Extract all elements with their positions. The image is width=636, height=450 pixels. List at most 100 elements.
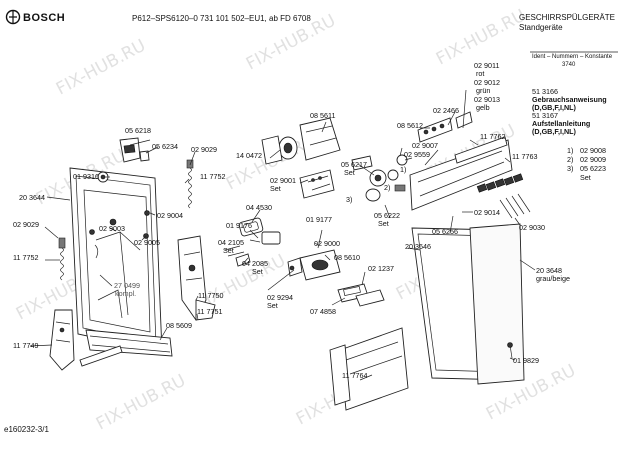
button-bank — [476, 173, 531, 219]
part-color: grau/beige — [536, 274, 570, 283]
doc-languages: (D,GB,F,I,NL) — [532, 127, 577, 136]
subcategory-title: Standgeräte — [519, 23, 563, 32]
part-label: 11 7749 — [13, 341, 38, 350]
set-index: 1) — [567, 146, 573, 155]
part-label: 02 9294 — [267, 293, 293, 302]
program-timer — [261, 117, 341, 165]
model-line: P612–SPS6120–0 731 101 502–EU1, ab FD 67… — [132, 14, 311, 23]
part-label: 02 9013 — [474, 95, 500, 104]
watermark-text: FIX-HUB.RU — [93, 371, 189, 435]
part-label: 02 9559 — [404, 150, 430, 159]
leader-lines — [29, 89, 536, 381]
part-label: 08 5609 — [166, 321, 192, 330]
doc-part-number: 51 3167 — [532, 111, 558, 120]
part-label: 08 5612 — [397, 121, 423, 130]
set-label: Set — [580, 173, 591, 182]
part-label: 20 3644 — [19, 193, 45, 202]
part-label: 05 6256 — [432, 227, 458, 236]
set-marker: 3) — [346, 195, 352, 204]
bosch-logo-icon — [5, 9, 21, 25]
part-set: Set — [270, 184, 281, 193]
part-label: 14 0472 — [236, 151, 262, 160]
doc-title: Gebrauchsanweisung — [532, 95, 607, 104]
part-label: 08 5610 — [334, 253, 360, 262]
lower-door-frame — [329, 327, 409, 411]
indicator-lamps — [417, 111, 473, 143]
control-panel-fascia — [409, 136, 513, 211]
part-label: 02 9029 — [191, 145, 217, 154]
part-label: 20 3648 — [536, 266, 562, 275]
part-label: 05 6234 — [152, 142, 178, 151]
doc-title: Aufstellanleitung — [532, 119, 590, 128]
part-set: Set — [344, 168, 355, 177]
header: BOSCH P612–SPS6120–0 731 101 502–EU1, ab… — [5, 9, 618, 68]
ident-constant: 3740 — [562, 62, 576, 68]
part-label: 01 9316 — [73, 172, 99, 181]
part-label: 02 9000 — [314, 239, 340, 248]
set-marker: 2) — [384, 183, 390, 192]
doc-languages: (D,GB,F,I,NL) — [532, 103, 577, 112]
spring-left — [58, 237, 66, 281]
detergent-dispenser — [287, 249, 341, 281]
set-list: 1) 02 9008 2) 02 9009 3) 05 6223 Set — [567, 146, 606, 182]
set-part-number: 02 9009 — [580, 155, 606, 164]
part-label: 11 7752 — [13, 253, 38, 262]
part-label: 11 7764 — [342, 371, 367, 380]
part-label: 04 2085 — [242, 259, 268, 268]
part-label: 04 4530 — [246, 203, 272, 212]
set-index: 2) — [567, 155, 573, 164]
seals — [224, 217, 281, 267]
part-color: rot — [476, 69, 484, 78]
part-note: kompl. — [115, 289, 136, 298]
part-label: 02 9030 — [519, 223, 545, 232]
part-label: 02 9012 — [474, 78, 500, 87]
knob-019316 — [97, 171, 109, 183]
part-label: 02 9003 — [99, 224, 125, 233]
part-label: 08 5611 — [310, 111, 335, 120]
set-markers: 1) 2) 3) — [346, 165, 406, 204]
part-label: 11 7750 — [198, 291, 223, 300]
spring-center — [186, 159, 194, 209]
part-label: 02 9029 — [13, 220, 39, 229]
part-label: 05 6217 — [341, 160, 367, 169]
part-color: grün — [476, 86, 490, 95]
set-part-number: 02 9008 — [580, 146, 606, 155]
part-label: 02 9014 — [474, 208, 500, 217]
set-part-number: 05 6223 — [580, 164, 606, 173]
documentation-list: 51 3166 Gebrauchsanweisung (D,GB,F,I,NL)… — [532, 87, 607, 136]
ident-header: Ident – Nummern – Konstante — [532, 54, 613, 60]
drawing-id: e160232-3/1 — [4, 425, 49, 434]
part-label: 02 9001 — [270, 176, 296, 185]
part-label: 11 7762 — [480, 132, 505, 141]
part-label: 02 9004 — [157, 211, 183, 220]
part-label: 02 9011 — [474, 61, 499, 70]
part-label: 01 9829 — [513, 356, 539, 365]
watermark-text: FIX-HUB.RU — [433, 6, 529, 70]
category-title: GESCHIRRSPÜLGERÄTE — [519, 13, 615, 22]
part-set: Set — [378, 219, 389, 228]
dispenser-cover — [337, 283, 385, 307]
set-index: 3) — [567, 164, 573, 173]
part-label: 01 9177 — [306, 215, 332, 224]
part-set: Set — [252, 267, 263, 276]
watermark-text: FIX-HUB.RU — [53, 36, 149, 100]
part-label: 02 2466 — [433, 106, 459, 115]
part-set: Set — [267, 301, 278, 310]
brand-name: BOSCH — [23, 12, 65, 24]
part-label: 02 9005 — [134, 238, 160, 247]
part-color: gelb — [476, 103, 490, 112]
part-label: 11 7751 — [197, 307, 222, 316]
part-label: 11 7763 — [512, 152, 537, 161]
part-labels: 02 9011 rot 02 9012 grün 02 9013 gelb 02… — [13, 61, 570, 380]
bottom-strip — [79, 329, 173, 367]
part-label: 27 0499 — [114, 281, 140, 290]
part-label: 02 1237 — [368, 264, 394, 273]
part-label: 02 9007 — [412, 141, 438, 150]
part-label: 11 7752 — [200, 172, 225, 181]
set-marker: 1) — [400, 165, 406, 174]
part-label: 01 9176 — [226, 221, 252, 230]
inner-door-frame — [69, 167, 163, 353]
knob-assemblies — [351, 154, 408, 202]
part-label: 05 6222 — [374, 211, 400, 220]
